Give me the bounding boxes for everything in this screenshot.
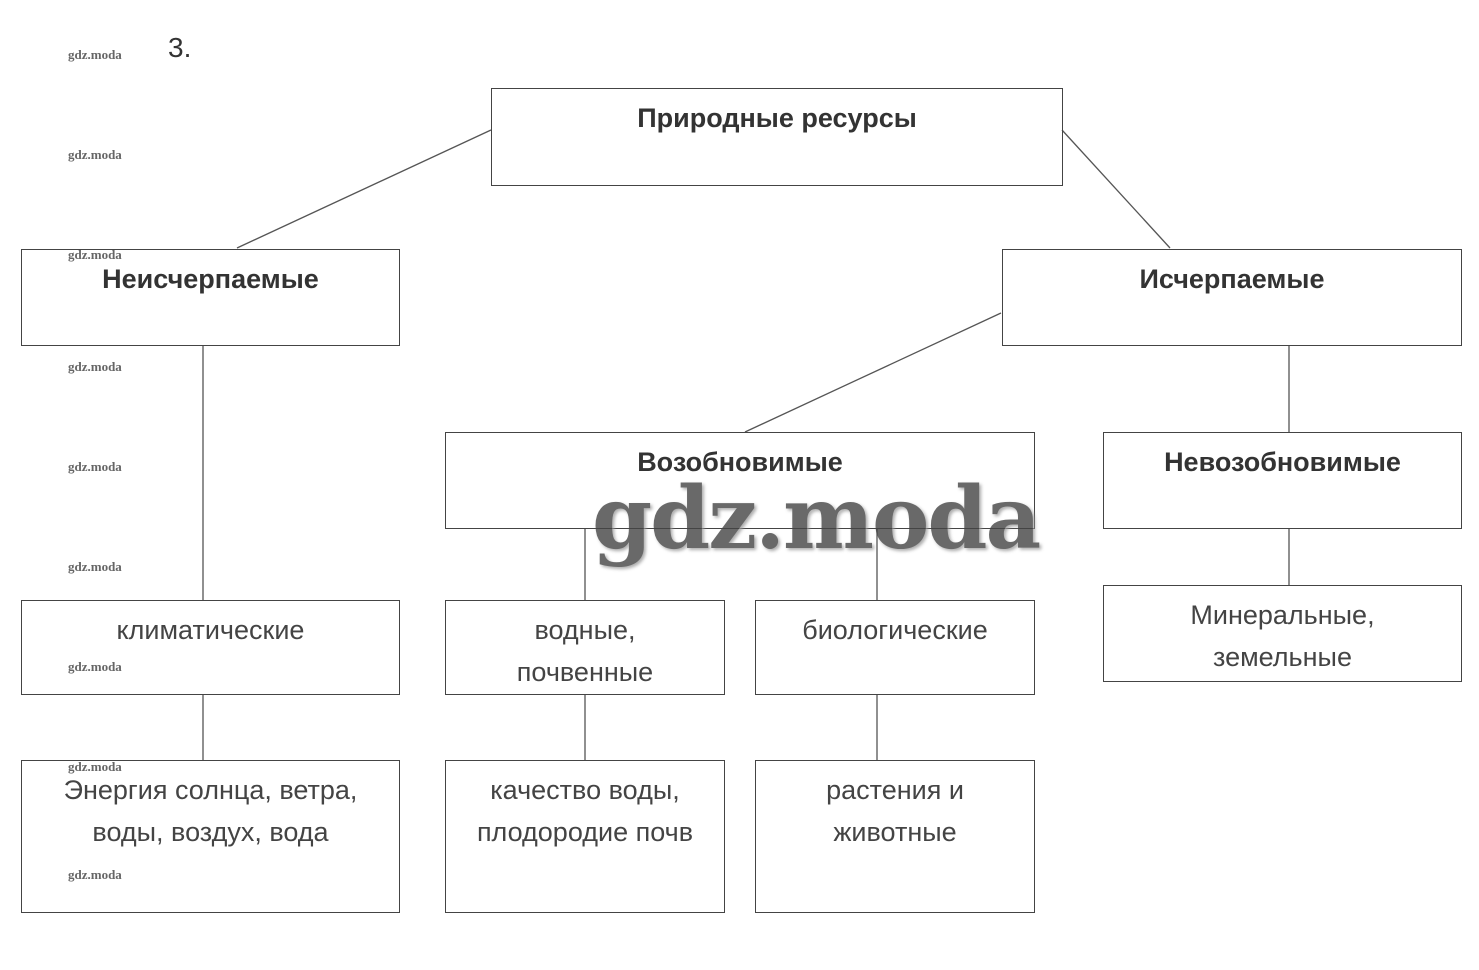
connector-line xyxy=(236,129,492,249)
node-energy: Энергия солнца, ветра, воды, воздух, вод… xyxy=(21,760,400,913)
node-plants: растения и животные xyxy=(755,760,1035,913)
node-biological: биологические xyxy=(755,600,1035,695)
node-climatic: климатические xyxy=(21,600,400,695)
watermark: gdz.moda xyxy=(68,659,122,674)
watermark: gdz.moda xyxy=(68,759,122,774)
watermark: gdz.moda xyxy=(68,147,122,162)
watermark: gdz.moda xyxy=(68,867,122,882)
connector-line xyxy=(744,312,1002,433)
node-water-quality: качество воды, плодородие почв xyxy=(445,760,725,913)
task-number: 3. xyxy=(168,32,192,63)
connector-line xyxy=(1061,129,1171,249)
watermark-large: gdz.moda xyxy=(592,468,1041,569)
node-nonrenewable: Невозобновимые xyxy=(1103,432,1462,529)
node-renewable: Возобновимые xyxy=(445,432,1035,529)
watermark: gdz.moda xyxy=(68,47,122,62)
watermark: gdz.moda xyxy=(68,247,122,262)
node-mineral: Минеральные, земельные xyxy=(1103,585,1462,682)
node-root: Природные ресурсы xyxy=(491,88,1063,186)
watermark: gdz.moda xyxy=(68,559,122,574)
node-inexhaustible: Неисчерпаемые xyxy=(21,249,400,346)
node-exhaustible: Исчерпаемые xyxy=(1002,249,1462,346)
node-water-soil: водные, почвенные xyxy=(445,600,725,695)
watermark: gdz.moda xyxy=(68,459,122,474)
watermark: gdz.moda xyxy=(68,359,122,374)
